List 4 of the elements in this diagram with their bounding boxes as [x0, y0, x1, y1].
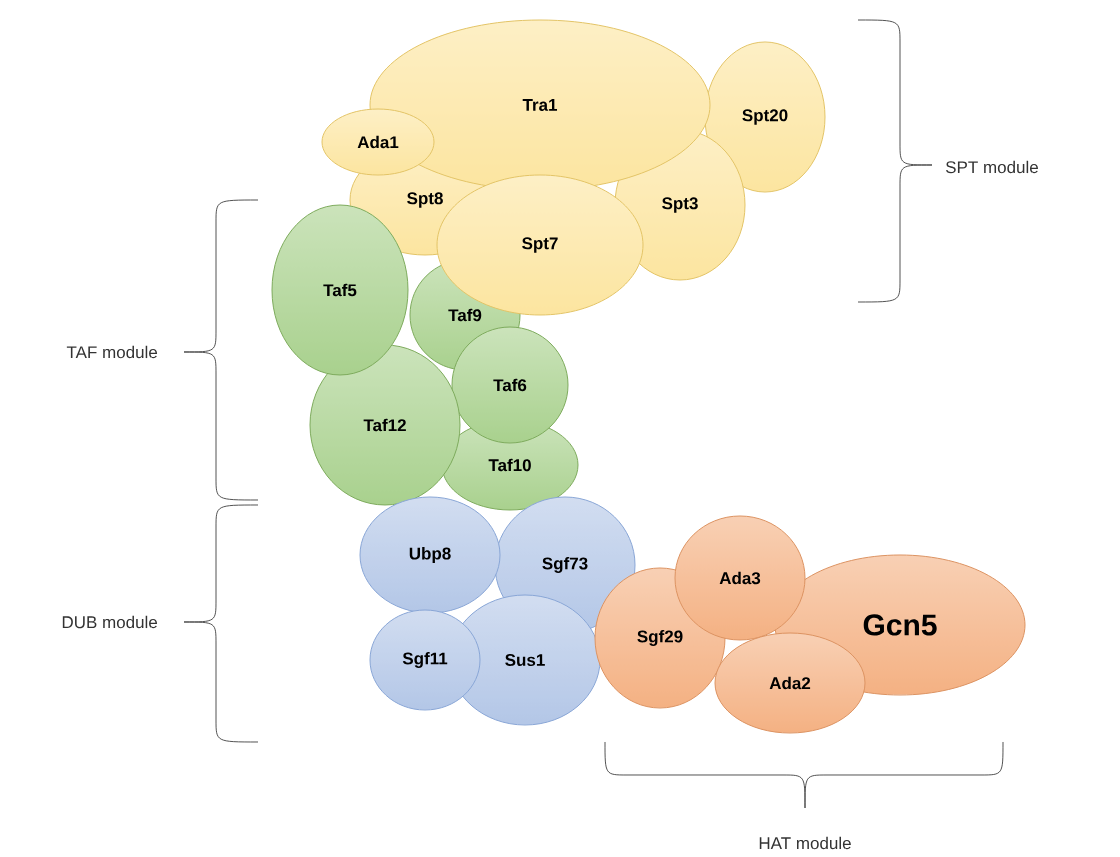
module-label: DUB module	[62, 615, 158, 629]
module-label: TAF module	[66, 345, 158, 359]
module-label: SPT module	[945, 160, 1038, 174]
module-label: HAT module	[759, 836, 851, 850]
